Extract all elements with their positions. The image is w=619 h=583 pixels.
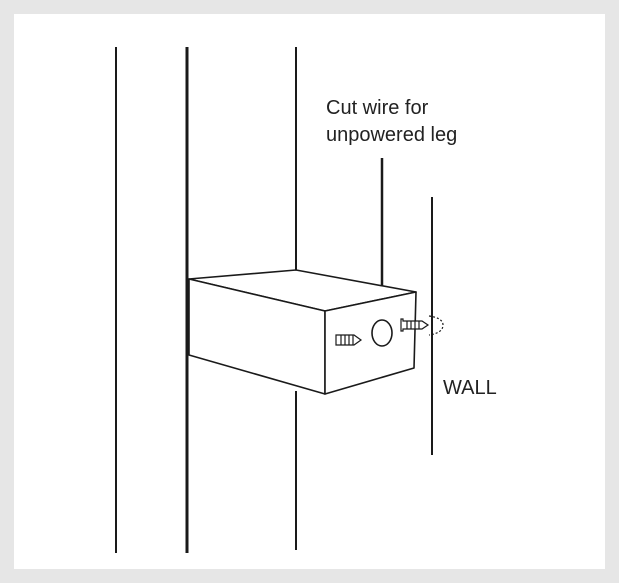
screw-tip-hidden-outline xyxy=(428,315,444,336)
callout-line-2: unpowered leg xyxy=(326,124,458,146)
wall-label: WALL xyxy=(443,377,497,399)
wire-knockout-hole xyxy=(371,319,393,347)
callout-label: Cut wire for unpowered leg xyxy=(326,95,457,149)
junction-box-front-face xyxy=(324,291,417,395)
junction-box xyxy=(188,269,417,395)
right-screw-icon xyxy=(400,318,430,332)
left-screw-icon xyxy=(335,334,363,346)
callout-line-1: Cut wire for xyxy=(326,97,429,119)
